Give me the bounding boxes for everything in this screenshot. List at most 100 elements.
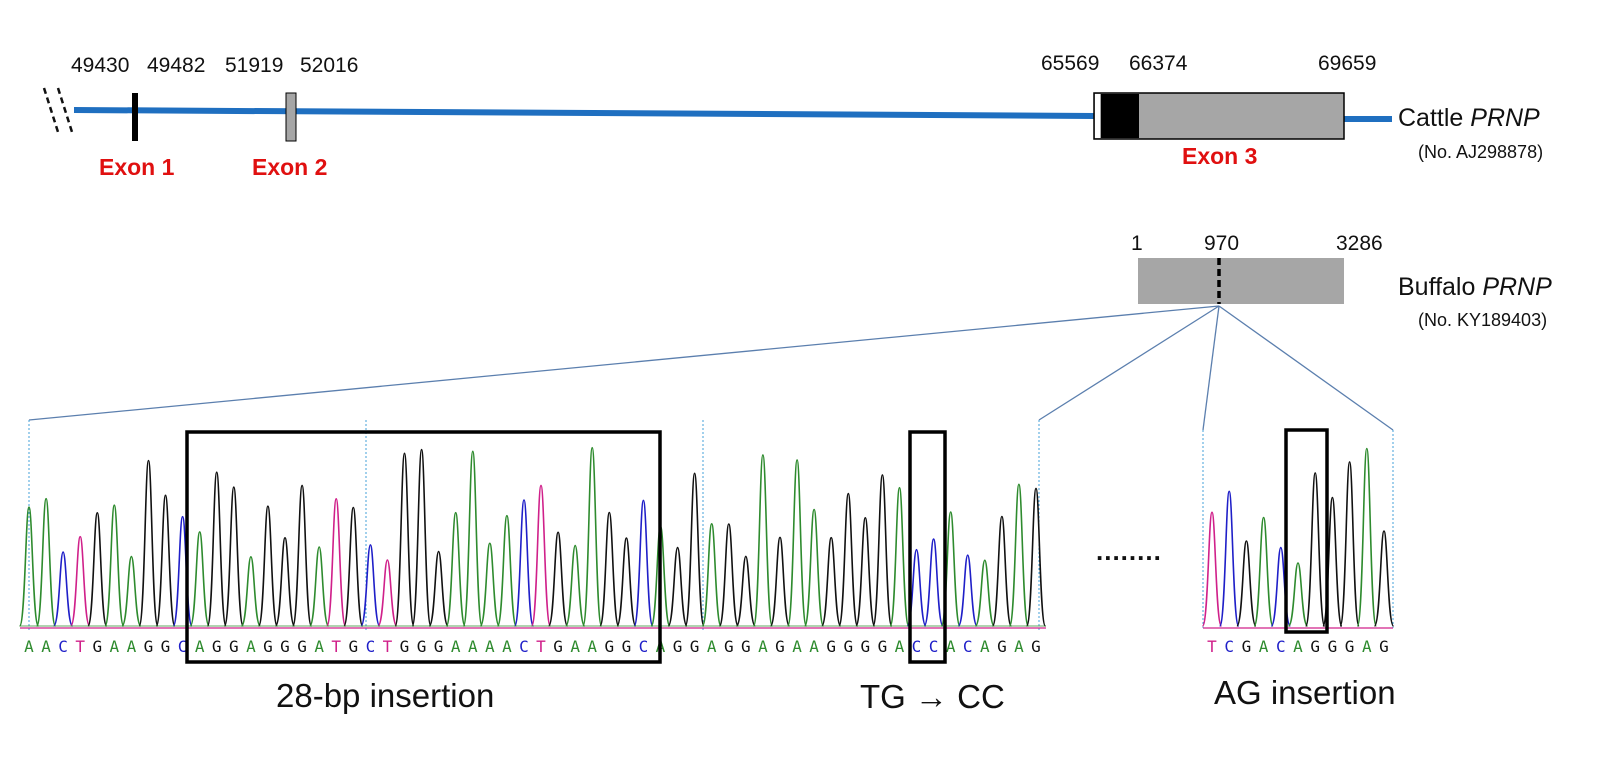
zoom-lines [28,305,1394,431]
trace-peak [309,546,330,627]
cattle-accession: (No. AJ298878) [1418,142,1543,162]
base-call: A [570,637,580,656]
trace-peak [599,511,620,627]
base-call: G [826,637,836,656]
trace-peak [923,538,944,627]
trace-peak [445,511,466,627]
cattle-gene-line [73,107,1095,119]
chromatogram-traces [1201,447,1395,627]
base-call: G [1345,637,1355,656]
trace-peak [1253,516,1274,627]
base-call: A [809,637,819,656]
base-call: G [604,637,614,656]
annotation-28bp-insertion: 28-bp insertion [276,677,494,714]
base-call: G [280,637,290,656]
trace-peak [513,499,535,627]
buffalo-gene: 1 970 3286 Buffalo PRNP (No. KY189403) [1131,232,1552,330]
base-call: G [622,637,632,656]
tg-cc-box [908,430,947,664]
trace-peak [701,522,722,627]
trace-peak [52,551,74,627]
trace-peak [735,555,756,627]
base-call: G [1242,637,1252,656]
trace-peak [206,471,227,627]
base-call: A [758,637,768,656]
trace-peak [104,504,125,627]
trace-peak [752,454,774,627]
base-call: G [741,637,751,656]
zoom-line [28,305,1220,421]
base-call: A [127,637,137,656]
trace-peak [1304,472,1326,627]
exon-label: Exon 1 [99,154,175,180]
base-call: A [980,637,990,656]
base-call: A [895,637,905,656]
base-call: C [366,637,376,656]
trace-peak [1218,490,1240,627]
base-call: C [1224,637,1234,656]
base-call: G [997,637,1007,656]
annotation-tg-cc: TG → CC [860,678,1005,715]
trace-peak [189,531,210,627]
trace-peak [803,508,825,627]
trace-peak [70,535,91,627]
trace-peak [343,506,364,627]
base-call: A [314,637,324,656]
base-call: G [878,637,888,656]
position-label: 970 [1204,232,1239,255]
trace-peak [957,554,978,627]
gene-species: Buffalo [1398,273,1482,301]
base-call: G [1328,637,1338,656]
trace-peak [582,446,603,627]
buffalo-exon-box [1138,258,1344,304]
gene-species: Cattle [1398,104,1470,132]
base-call: G [673,637,683,656]
trace-peak [155,494,176,627]
base-call: A [24,637,34,656]
base-call: A [1293,637,1303,656]
base-call: A [485,637,495,656]
base-call: A [451,637,461,656]
base-call: G [843,637,853,656]
trace-peak [547,531,569,627]
base-call: C [519,637,529,656]
base-call: T [383,637,393,656]
base-call: G [348,637,358,656]
base-call: A [792,637,802,656]
base-call: G [775,637,785,656]
base-call: G [1379,637,1389,656]
base-call: A [246,637,256,656]
trace-peak [872,474,893,627]
trace-peak [633,499,654,627]
base-call: C [912,637,922,656]
base-call: A [41,637,51,656]
trace-peak [889,486,910,627]
trace-peak [821,536,842,627]
trace-peak [1025,487,1047,627]
exon-3-coding-region [1101,94,1139,138]
base-call: G [434,637,444,656]
gene-break-mark [56,87,74,133]
base-call: G [417,637,427,656]
trace-peak [565,544,586,627]
trace-peak [411,448,432,627]
base-call: A [1014,637,1024,656]
base-call: G [263,637,273,656]
trace-peak [326,497,347,627]
position-label: 66374 [1129,52,1188,75]
base-call: C [929,637,939,656]
trace-peak [377,559,398,627]
base-call: C [58,637,68,656]
trace-peak [1339,461,1360,627]
trace-peak [974,559,995,627]
trace-peak [1236,540,1257,627]
trace-peak [172,515,193,627]
trace-peak [257,505,279,627]
trace-peak [428,550,449,627]
trace-peak [1356,447,1378,627]
gene-break-mark [42,87,60,133]
base-call: C [178,637,188,656]
base-call: G [212,637,222,656]
